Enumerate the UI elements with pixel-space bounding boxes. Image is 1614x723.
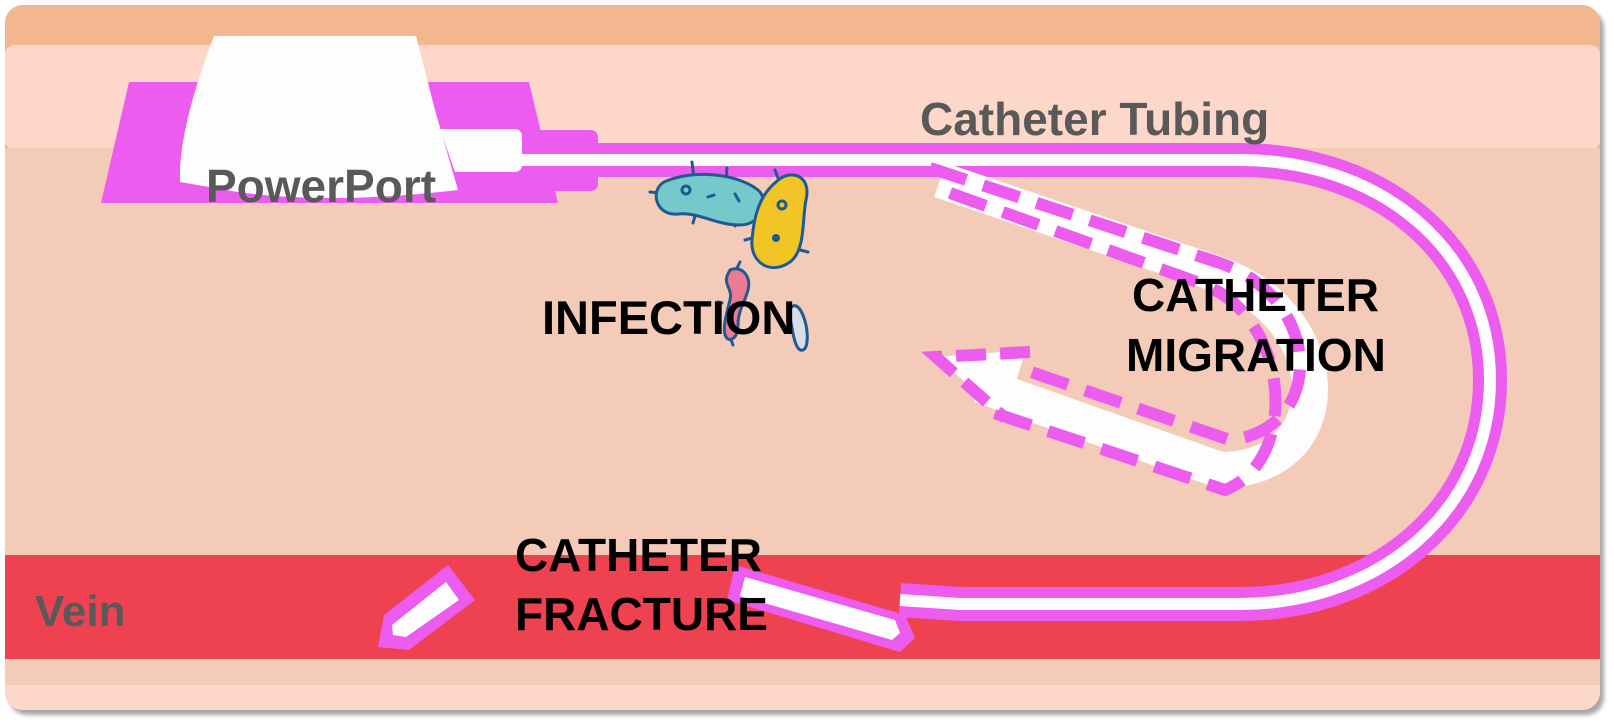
port-stem [440, 129, 522, 172]
catheter-tubing-lumen [520, 154, 1497, 610]
fracture-label-line2: FRACTURE [515, 588, 768, 640]
lower-tissue-layer [5, 659, 1600, 685]
catheter-tubing [520, 143, 1508, 621]
migration-path-dash-inner [947, 187, 1282, 497]
catheter-tubing-label: Catheter Tubing [920, 93, 1269, 145]
migration-label-line2: MIGRATION [1126, 329, 1386, 381]
broken-catheter-fragment-icon [378, 565, 475, 650]
pink-bacterium [722, 267, 751, 341]
migration-label-line1: CATHETER [1132, 269, 1379, 321]
powerport-label: PowerPort [206, 160, 436, 212]
migration-path-dash-outer [928, 162, 1306, 447]
vein-label: Vein [35, 587, 126, 636]
yellow-bacterium [750, 173, 809, 269]
fragment-lumen [392, 582, 459, 637]
catheter-fracture-tip [727, 565, 915, 652]
rod-bacterium [788, 304, 809, 352]
migration-arrowhead-outline [921, 346, 1031, 423]
port-body [179, 36, 459, 199]
migration-arrowhead-fill [936, 350, 1026, 412]
bacteria-icon [648, 160, 810, 352]
fracture-label-line1: CATHETER [515, 529, 762, 581]
deep-tissue-layer [5, 685, 1600, 710]
infection-label: INFECTION [542, 291, 795, 344]
migration-arrow-icon [921, 162, 1328, 497]
fracture-tip-lumen [740, 577, 900, 640]
